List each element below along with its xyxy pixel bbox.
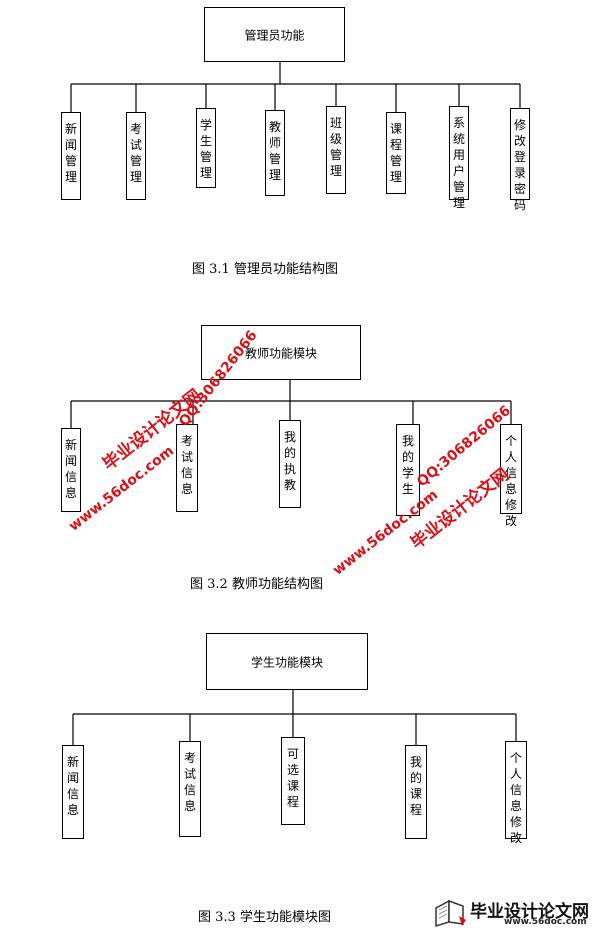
diagram2-child-box: 我的学生 — [396, 424, 420, 516]
diagram2-child-box: 我的执教 — [279, 420, 301, 508]
diagram1-child-label: 课程管理 — [389, 122, 402, 184]
logo-name: 毕业设计论文网 — [470, 902, 589, 922]
diagram2-root-box: 教师功能模块 — [201, 325, 361, 380]
diagram2-root-label: 教师功能模块 — [244, 346, 317, 360]
diagram3-root-label: 学生功能模块 — [250, 655, 323, 669]
diagram1-caption: 图 3.1 管理员功能结构图 — [192, 262, 338, 277]
diagram1-child-box: 教师管理 — [265, 110, 285, 196]
diagram1-child-box: 修改登录密码 — [510, 108, 530, 212]
diagram2-child-label: 我的学生 — [401, 434, 414, 496]
diagram3-child-label: 考试信息 — [183, 751, 196, 813]
diagram3-child-label: 可选课程 — [286, 747, 299, 809]
diagram2-child-label: 我的执教 — [283, 430, 296, 492]
diagram2-child-label: 新闻信息 — [64, 438, 77, 500]
diagram3-child-label: 新闻信息 — [66, 755, 79, 817]
diagram3-child-label: 我的课程 — [409, 755, 422, 817]
diagram3-child-box: 个人信息修改 — [505, 741, 527, 845]
diagram1-child-box: 班级管理 — [326, 106, 346, 194]
diagram1-child-label: 班级管理 — [329, 116, 342, 178]
logo-book-icon — [435, 899, 466, 928]
diagram3-child-label: 个人信息修改 — [509, 751, 522, 845]
diagram3-child-box: 我的课程 — [405, 745, 427, 839]
diagram1-child-box: 课程管理 — [386, 112, 406, 194]
diagram2-child-label: 考试信息 — [180, 434, 193, 496]
diagram2-caption: 图 3.2 教师功能结构图 — [190, 577, 323, 592]
diagram1-root-label: 管理员功能 — [244, 28, 305, 42]
diagram1-child-label: 学生管理 — [199, 118, 212, 180]
diagram3-child-box: 新闻信息 — [62, 745, 84, 839]
diagram2-child-box: 新闻信息 — [61, 428, 81, 512]
diagram3-child-box: 可选课程 — [281, 737, 305, 825]
diagram2-child-label: 个人信息修改 — [504, 434, 517, 528]
diagram1-child-label: 修改登录密码 — [513, 118, 526, 212]
diagram2-child-box: 考试信息 — [176, 424, 198, 512]
diagram3-child-box: 考试信息 — [179, 741, 201, 837]
diagram1-child-box: 考试管理 — [126, 112, 146, 200]
diagram1-child-box: 系统用户管理 — [449, 106, 469, 210]
diagram1-child-box: 新闻管理 — [61, 112, 81, 200]
diagram3-caption: 图 3.3 学生功能模块图 — [198, 910, 331, 925]
diagram3-root-box: 学生功能模块 — [206, 633, 368, 690]
diagram1-child-label: 考试管理 — [129, 122, 142, 184]
diagram1-root-box: 管理员功能 — [204, 7, 345, 62]
diagram2-child-box: 个人信息修改 — [500, 424, 522, 528]
diagram1-child-label: 教师管理 — [268, 120, 281, 182]
diagram1-child-label: 系统用户管理 — [452, 116, 465, 210]
diagram1-child-box: 学生管理 — [196, 108, 216, 188]
logo-url: www.56doc.com — [504, 917, 587, 927]
diagram1-child-label: 新闻管理 — [64, 122, 77, 184]
logo: 毕业设计论文网 www.56doc.com — [432, 896, 596, 928]
